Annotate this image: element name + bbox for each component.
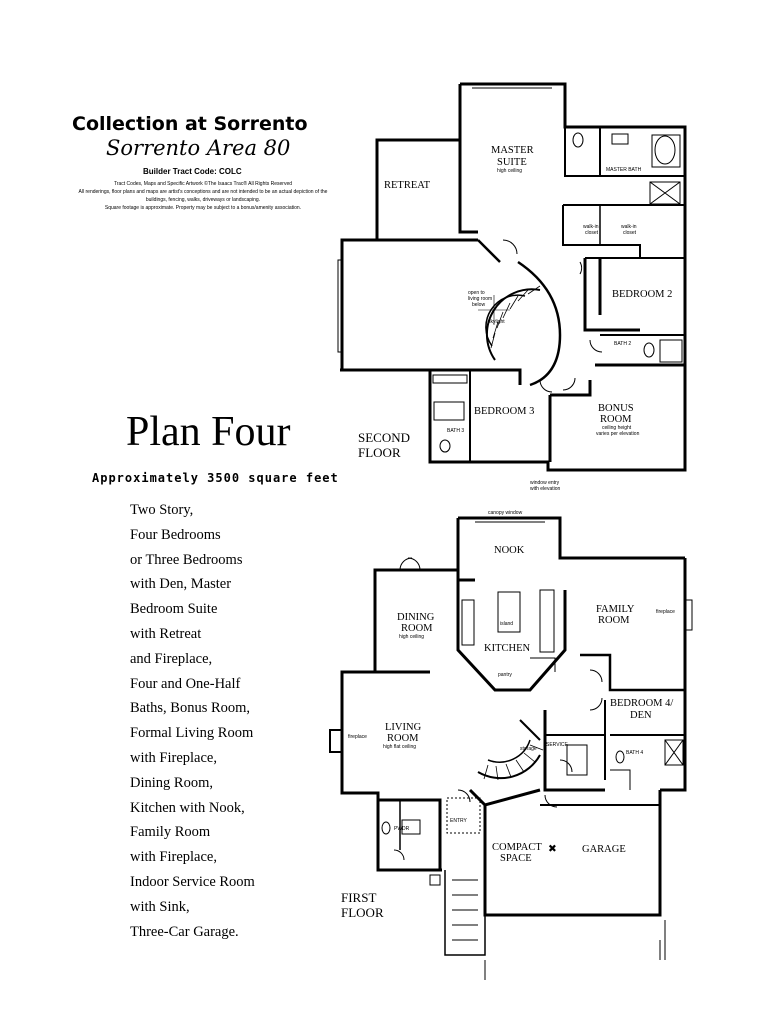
plan-name: Plan Four xyxy=(126,409,291,455)
feature-line: Formal Living Room xyxy=(130,725,254,742)
second-floor-label-2: FLOOR xyxy=(358,445,401,460)
garage-x-mark: ✖ xyxy=(548,844,557,855)
master-suite-note: high ceiling xyxy=(497,168,522,174)
first-floor-doors xyxy=(393,557,603,861)
second-floor-label: SECOND xyxy=(358,430,410,445)
feature-line: or Three Bedrooms xyxy=(130,551,243,568)
bath-2-label: BATH 2 xyxy=(614,341,631,347)
feature-line: Dining Room, xyxy=(130,774,213,791)
second-floor-stair-treads xyxy=(478,285,541,349)
first-floor-fixtures xyxy=(381,589,684,941)
feature-line: with Sink, xyxy=(130,898,190,915)
fine-print-line: All renderings, floor plans and maps are… xyxy=(78,189,328,195)
first-floor-plan xyxy=(329,516,687,956)
open-to-label-2: living room xyxy=(468,296,492,302)
fine-print-line: Tract Codes, Maps and Specific Artwork ©… xyxy=(113,181,293,187)
dining-note: high ceiling xyxy=(399,634,424,640)
compact-space-label-2: SPACE xyxy=(500,853,532,864)
living-room-label-2: ROOM xyxy=(387,733,419,744)
second-floor-windows xyxy=(337,83,552,463)
bonus-room-label: BONUS xyxy=(598,403,634,414)
feature-line: Kitchen with Nook, xyxy=(130,799,245,816)
storage-label: storage xyxy=(520,746,537,752)
feature-line: with Retreat xyxy=(130,625,202,642)
walkin-closet-1b: closet xyxy=(585,230,599,236)
bonus-note-2: varies per elevation xyxy=(596,431,640,437)
kitchen-label: KITCHEN xyxy=(484,643,530,654)
fine-print-line: buildings, fencing, walks, driveways or … xyxy=(145,197,261,203)
second-floor-labels: MASTER SUITE high ceiling MASTER BATH RE… xyxy=(358,145,672,492)
window-note-1: window entry xyxy=(530,480,560,486)
second-floor-fixtures xyxy=(432,132,683,453)
living-room-label: LIVING xyxy=(385,722,422,733)
feature-line: Four Bedrooms xyxy=(130,526,221,543)
feature-line: with Den, Master xyxy=(130,576,232,593)
bonus-room-label-2: ROOM xyxy=(600,414,632,425)
service-label: SERVICE xyxy=(546,742,569,748)
feature-line: Four and One-Half xyxy=(130,675,241,692)
bonus-note-1: ceiling height xyxy=(602,425,632,431)
feature-line: Three-Car Garage. xyxy=(130,923,239,940)
feature-line: Baths, Bonus Room, xyxy=(130,700,251,717)
walkin-closet-2b: closet xyxy=(623,230,637,236)
feature-list: Two Story, Four Bedrooms or Three Bedroo… xyxy=(130,498,255,944)
square-footage: Approximately 3500 square feet xyxy=(92,471,339,485)
powder-label: PWDR xyxy=(394,826,410,832)
first-floor-labels: canopy window NOOK DINING ROOM high ceil… xyxy=(341,510,675,920)
canopy-window-label: canopy window xyxy=(488,510,523,516)
master-suite-label-2: SUITE xyxy=(497,157,527,168)
second-floor-doors xyxy=(502,239,603,393)
bedroom-4-label-2: DEN xyxy=(630,710,652,721)
compact-space-label: COMPACT xyxy=(492,842,542,853)
family-room-label: FAMILY xyxy=(596,604,635,615)
island-label: island xyxy=(500,621,513,627)
living-fireplace-label: fireplace xyxy=(348,734,367,740)
skylight-label: skylight xyxy=(488,319,505,325)
fine-print: Tract Codes, Maps and Specific Artwork ©… xyxy=(58,180,348,212)
nook-label: NOOK xyxy=(494,545,525,556)
bedroom-4-label: BEDROOM 4/ xyxy=(610,698,673,709)
feature-line: Two Story, xyxy=(130,502,194,518)
bedroom-2-label: BEDROOM 2 xyxy=(612,289,672,300)
open-to-label: open to xyxy=(468,290,485,296)
bath-4-label: BATH 4 xyxy=(626,750,643,756)
feature-line: and Fireplace, xyxy=(130,650,213,667)
walkin-closet-2: walk-in xyxy=(621,224,637,230)
first-floor-label-2: FLOOR xyxy=(341,905,384,920)
feature-line: Family Room xyxy=(130,824,211,841)
bedroom-3-label: BEDROOM 3 xyxy=(474,406,534,417)
dining-room-label-2: ROOM xyxy=(401,623,433,634)
first-floor-windows xyxy=(475,517,693,980)
area-subtitle: Sorrento Area 80 xyxy=(106,136,291,160)
feature-line: with Fireplace, xyxy=(130,749,217,766)
feature-line: Indoor Service Room xyxy=(130,873,255,890)
tract-code: Builder Tract Code: COLC xyxy=(143,167,242,176)
family-room-label-2: ROOM xyxy=(598,615,630,626)
fine-print-line: Square footage is approximate. Property … xyxy=(104,205,302,211)
garage-label: GARAGE xyxy=(582,844,626,855)
first-floor-stair-treads xyxy=(483,744,544,781)
feature-line: with Fireplace, xyxy=(130,849,217,866)
entry-label: ENTRY xyxy=(450,818,468,824)
master-bath-label: MASTER BATH xyxy=(606,167,642,173)
living-note: high flat ceiling xyxy=(383,744,416,750)
walkin-closet-1: walk-in xyxy=(583,224,599,230)
window-note-2: with elevation xyxy=(530,486,561,492)
feature-line: Bedroom Suite xyxy=(130,601,218,618)
bath-3-label: BATH 3 xyxy=(447,428,464,434)
open-to-label-3: below xyxy=(472,302,485,308)
community-title: Collection at Sorrento xyxy=(72,113,308,135)
pantry-label: pantry xyxy=(498,672,512,678)
dining-room-label: DINING xyxy=(397,612,435,623)
master-suite-label: MASTER xyxy=(491,145,534,156)
first-floor-label: FIRST xyxy=(341,890,376,905)
family-fireplace-label: fireplace xyxy=(656,609,675,615)
retreat-label: RETREAT xyxy=(384,180,431,191)
